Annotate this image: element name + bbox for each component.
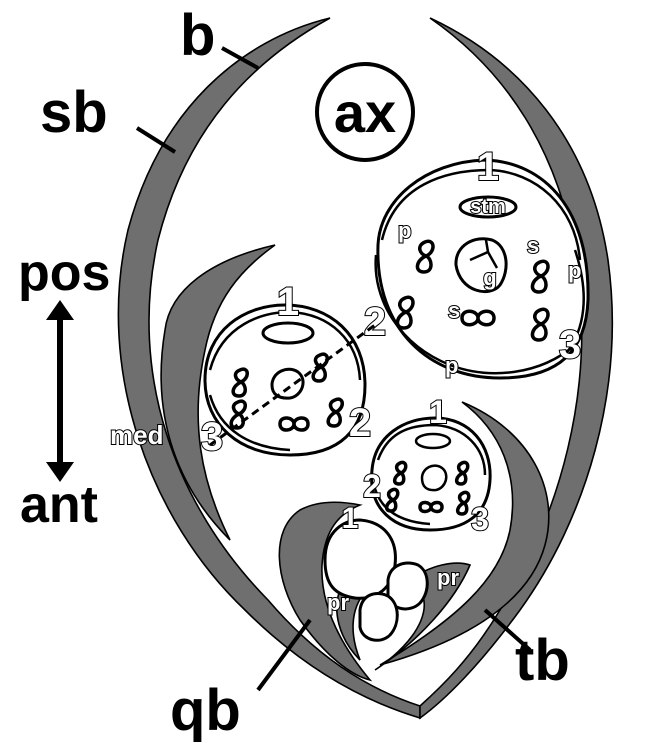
label-p-1: p <box>398 218 411 243</box>
label-stm: stm <box>470 196 506 218</box>
flower2-num-1: 1 <box>277 280 299 324</box>
label-sb: sb <box>40 80 108 145</box>
arrow-up-icon <box>46 300 74 320</box>
flower1-num-3: 3 <box>559 323 581 367</box>
flower-3: 1 2 3 <box>363 394 490 537</box>
label-pr-1: pr <box>327 590 349 615</box>
label-tb: tb <box>515 628 570 693</box>
label-pos: pos <box>18 244 110 302</box>
label-p-2: p <box>568 258 581 283</box>
label-ant: ant <box>20 476 98 534</box>
flower1-num-2: 2 <box>364 300 386 344</box>
flower4-num-1: 1 <box>342 502 359 535</box>
flower-1: stm g s s p p p 1 2 3 <box>364 145 588 378</box>
label-s-1: s <box>527 233 539 258</box>
flower3-num-2: 2 <box>363 468 381 504</box>
label-qb: qb <box>170 678 241 743</box>
flower2-num-3: 3 <box>201 415 223 459</box>
label-pr-2: pr <box>437 565 459 590</box>
label-s-2: s <box>448 298 460 323</box>
label-ax: ax <box>334 81 396 144</box>
flower3-num-1: 1 <box>429 394 447 430</box>
label-b: b <box>180 3 215 68</box>
label-p-3: p <box>445 353 458 378</box>
flower3-num-3: 3 <box>471 501 489 537</box>
flower1-num-1: 1 <box>477 145 499 189</box>
label-g: g <box>483 265 496 290</box>
label-med: med <box>110 420 163 450</box>
flower2-num-2: 2 <box>349 401 371 445</box>
